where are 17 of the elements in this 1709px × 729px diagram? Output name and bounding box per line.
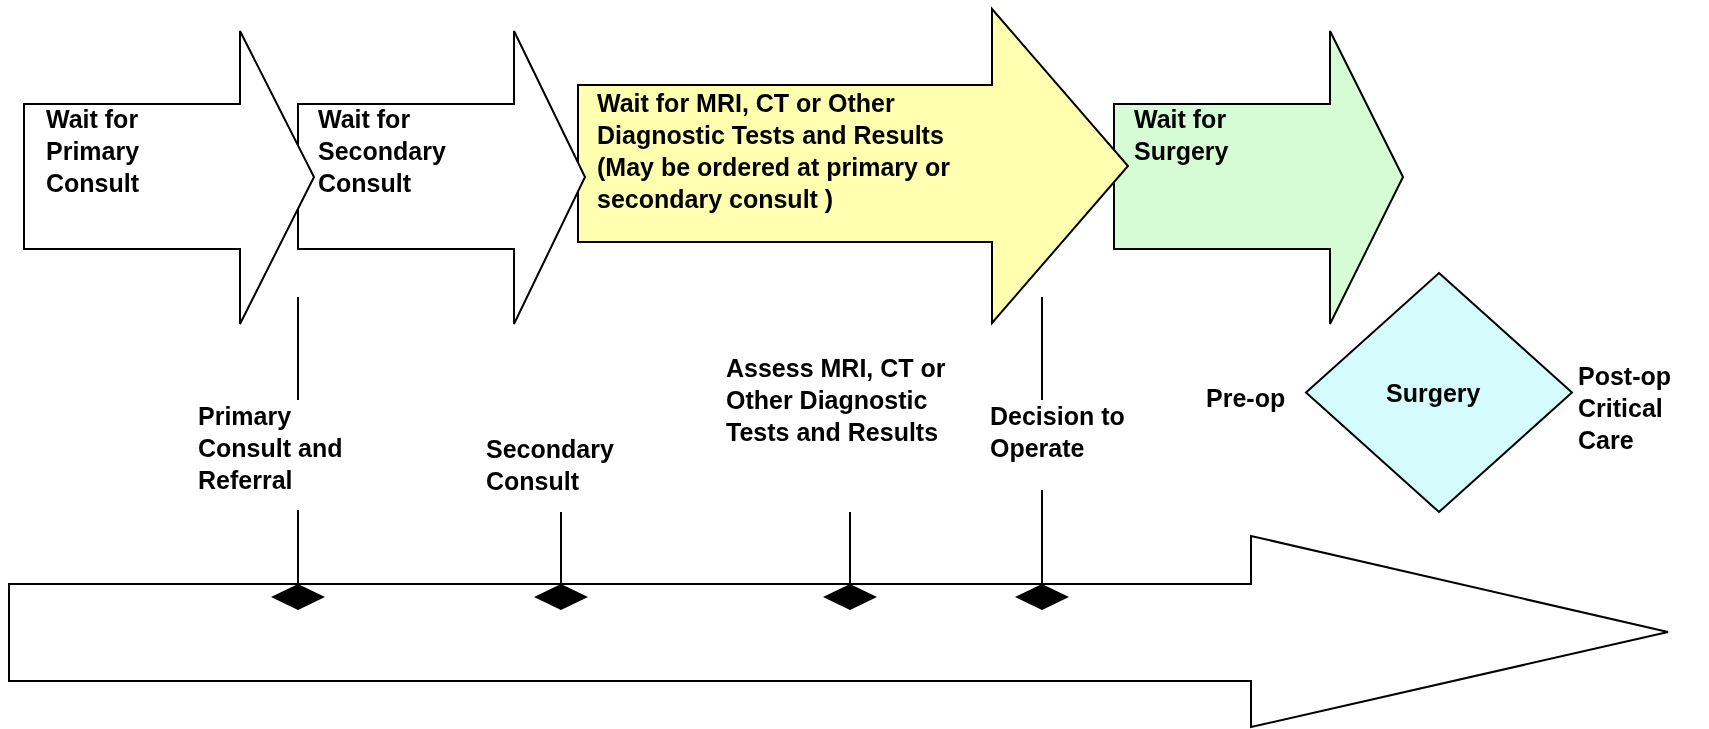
leader-line xyxy=(1041,296,1043,401)
milestone-label: Secondary Consult xyxy=(486,434,615,497)
milestone-label: Primary Consult and Referral xyxy=(198,401,344,496)
marker-line xyxy=(271,509,325,610)
marker-line xyxy=(1015,489,1069,610)
leader-line xyxy=(297,296,299,401)
milestone-label: Assess MRI, CT or Other Diagnostic Tests and Results xyxy=(726,353,947,448)
stage-text: Wait for Secondary Consult xyxy=(318,104,447,199)
marker-line xyxy=(534,511,588,610)
phase-label: Post-op Critical Care xyxy=(1578,361,1673,456)
stage-text: Wait for MRI, CT or Other Diagnostic Tests and Results (May be ordered at primary or secondary consult ) xyxy=(597,88,951,215)
milestone-label: Decision to Operate xyxy=(990,401,1126,464)
marker-line xyxy=(823,511,877,610)
stage-text: Wait for Primary Consult xyxy=(46,104,141,199)
stage-text: Wait for Surgery xyxy=(1134,104,1230,167)
phase-label: Pre-op xyxy=(1206,383,1287,414)
stage-text: Surgery xyxy=(1386,378,1482,409)
